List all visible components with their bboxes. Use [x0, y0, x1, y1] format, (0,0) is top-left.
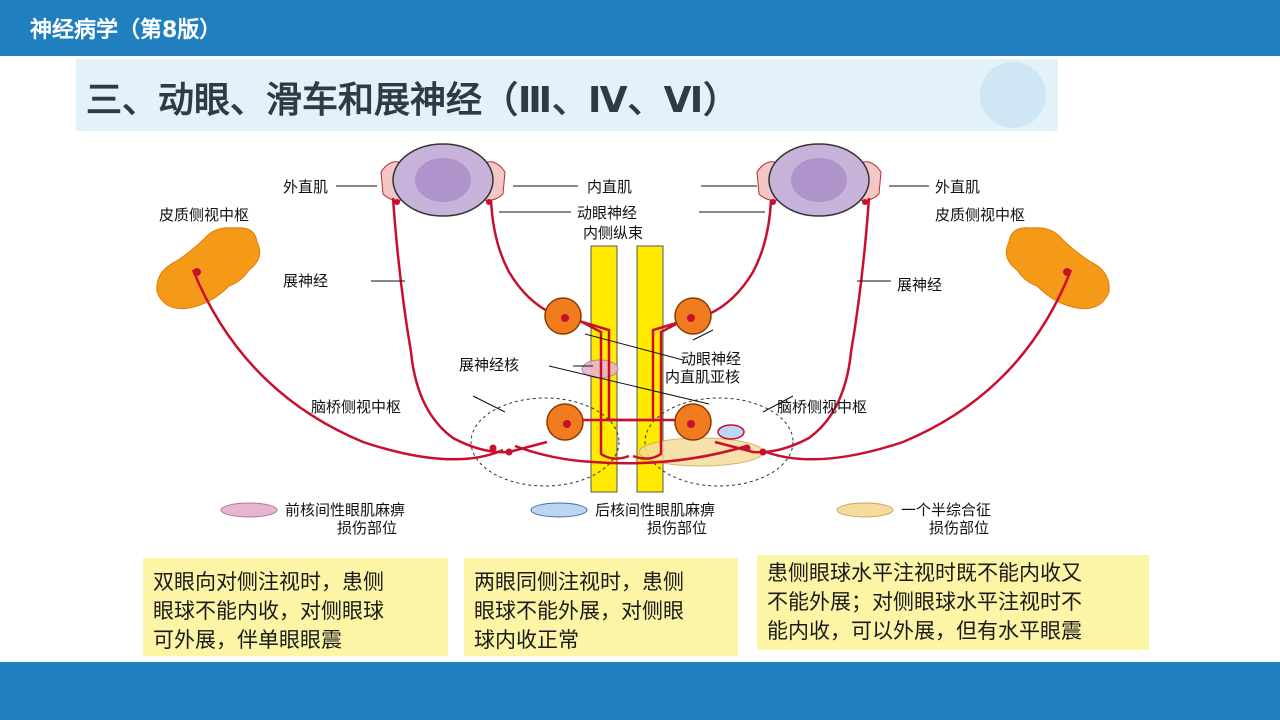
note-line: 不能外展；对侧眼球水平注视时不: [767, 590, 1082, 614]
abducens-nucleus-right: [674, 403, 712, 441]
gaze-pathway-diagram: 外直肌 内直肌 外直肌 皮质侧视中枢 皮质侧视中枢 动眼神经 内侧纵束 展神经 …: [153, 142, 1113, 537]
cortical-center-left: [156, 227, 261, 310]
note-anterior-ino: 双眼向对侧注视时，患侧 眼球不能内收，对侧眼球 可外展，伴单眼眼震: [143, 558, 448, 656]
label-cortical-center-left: 皮质侧视中枢: [159, 206, 249, 224]
note-posterior-ino: 两眼同侧注视时，患侧 眼球不能外展，对侧眼 球内收正常: [464, 558, 738, 656]
legend-swatch-anterior: [220, 502, 278, 518]
legend: 前核间性眼肌麻痹 损伤部位 后核间性眼肌麻痹 损伤部位 一个半综合征 损伤部位: [220, 501, 991, 537]
cortical-center-right: [1005, 227, 1110, 310]
oculomotor-subnucleus-right: [674, 297, 712, 335]
note-line: 双眼向对侧注视时，患侧: [153, 570, 384, 594]
note-line: 患侧眼球水平注视时既不能内收又: [767, 561, 1082, 585]
synapse-dots: [193, 199, 1071, 456]
legend-anterior-line1: 前核间性眼肌麻痹: [285, 501, 405, 519]
pontine-area-left: [470, 397, 620, 487]
note-line: 两眼同侧注视时，患侧: [474, 570, 684, 594]
label-medial-rectus: 内直肌: [587, 178, 632, 196]
note-line: 可外展，伴单眼眼震: [153, 628, 342, 652]
right-eye: [756, 143, 882, 217]
oculomotor-subnucleus-left: [544, 297, 582, 335]
legend-posterior-line1: 后核间性眼肌麻痹: [595, 501, 715, 519]
note-one-and-half: 患侧眼球水平注视时既不能内收又 不能外展；对侧眼球水平注视时不 能内收，可以外展…: [757, 555, 1149, 650]
nerve-pathways: [191, 197, 1073, 465]
footer-bar: [0, 662, 1280, 720]
pontine-area-right: [644, 397, 794, 487]
note-line: 眼球不能外展，对侧眼: [474, 599, 684, 623]
header-bar: 神经病学（第8版）: [0, 0, 1280, 56]
label-oculomotor-nerve: 动眼神经: [577, 204, 637, 222]
legend-posterior-line2: 损伤部位: [647, 519, 707, 537]
note-line: 能内收，可以外展，但有水平眼震: [767, 619, 1082, 643]
lesion-posterior-ino: [717, 424, 745, 440]
left-eye: [380, 143, 506, 217]
legend-swatch-one-and-half: [836, 502, 894, 518]
book-title: 神经病学（第8版）: [30, 18, 222, 43]
label-abducens-nerve-left: 展神经: [283, 272, 328, 290]
label-abducens-nucleus: 展神经核: [459, 356, 519, 374]
legend-swatch-posterior: [530, 502, 588, 518]
note-line: 球内收正常: [474, 628, 579, 652]
label-oculomotor-subnucleus-2: 内直肌亚核: [665, 368, 740, 386]
label-lateral-rectus-right: 外直肌: [935, 178, 980, 196]
legend-one-and-half-line1: 一个半综合征: [901, 501, 991, 519]
label-oculomotor-subnucleus-1: 动眼神经: [681, 350, 741, 368]
abducens-nucleus-left: [546, 403, 584, 441]
label-cortical-center-right: 皮质侧视中枢: [935, 206, 1025, 224]
label-abducens-nerve-right: 展神经: [897, 276, 942, 294]
leader-lines: [336, 185, 929, 413]
label-mlf: 内侧纵束: [583, 224, 643, 242]
label-pontine-center-left: 脑桥侧视中枢: [311, 398, 401, 416]
legend-one-and-half-line2: 损伤部位: [929, 519, 989, 537]
label-lateral-rectus-left: 外直肌: [283, 178, 328, 196]
title-band-cap: [980, 62, 1046, 128]
legend-anterior-line2: 损伤部位: [337, 519, 397, 537]
slide-title: 三、动眼、滑车和展神经（Ⅲ、Ⅳ、Ⅵ）: [86, 80, 740, 121]
label-pontine-center-right: 脑桥侧视中枢: [777, 398, 867, 416]
title-band: 三、动眼、滑车和展神经（Ⅲ、Ⅳ、Ⅵ）: [76, 59, 1058, 131]
note-line: 眼球不能内收，对侧眼球: [153, 599, 384, 623]
